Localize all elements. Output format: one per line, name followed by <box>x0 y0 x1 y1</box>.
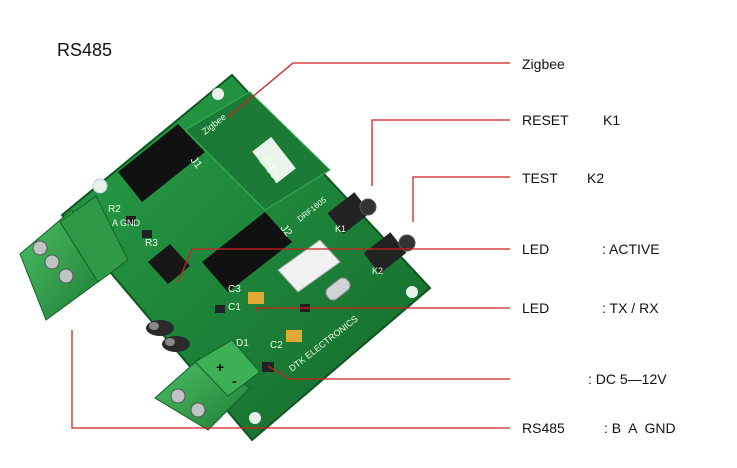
silk-k2: K2 <box>372 266 383 276</box>
label-rs485: RS485 <box>522 420 565 436</box>
mounting-hole <box>406 286 418 298</box>
label-test-key: K2 <box>587 170 605 186</box>
silk-c2: C2 <box>270 340 283 351</box>
smd-r <box>215 305 225 313</box>
rs485-terminal <box>19 195 129 321</box>
silk-c1: C1 <box>228 302 241 313</box>
diagram-title: RS485 <box>57 40 113 60</box>
mounting-hole <box>92 178 108 194</box>
smd-r <box>142 230 152 238</box>
smd-c3 <box>248 292 264 304</box>
leader-power <box>267 365 510 380</box>
smd-c2 <box>286 330 302 342</box>
leader-test <box>412 176 510 222</box>
label-power: : DC 5—12V <box>588 371 667 387</box>
mounting-hole <box>249 412 261 424</box>
silk-k1: K1 <box>335 224 346 234</box>
crystal <box>325 277 351 301</box>
label-reset: RESET <box>522 112 569 128</box>
silk-d1: D1 <box>236 338 249 349</box>
label-test: TEST <box>522 170 558 186</box>
label-led-txrx-desc: : TX / RX <box>602 300 659 316</box>
label-led-active-desc: : ACTIVE <box>602 241 660 257</box>
header-j1 <box>118 124 205 202</box>
leader-lines <box>71 62 510 429</box>
led-pair <box>146 320 190 352</box>
label-led-txrx: LED <box>522 300 550 316</box>
silk-r2: R2 <box>108 204 121 215</box>
leader-led-txrx <box>255 307 510 312</box>
test-button-k2 <box>363 232 416 274</box>
silk-plus: + <box>216 359 224 375</box>
label-rs485-desc: : B A GND <box>604 420 676 436</box>
pin-header <box>277 239 341 293</box>
reset-button-k1 <box>327 192 377 234</box>
smd-d1 <box>262 362 274 372</box>
label-zigbee: Zigbee <box>522 56 565 72</box>
smd-r <box>126 216 136 224</box>
silk-r3: R3 <box>145 238 158 249</box>
header-j2 <box>202 212 292 292</box>
leader-rs485 <box>71 330 510 429</box>
ic-chip <box>148 244 190 284</box>
leader-reset <box>371 119 510 186</box>
silk-c3: C3 <box>228 284 241 295</box>
silk-bag: B A GND <box>104 218 141 228</box>
label-led-active: LED <box>522 241 550 257</box>
power-terminal <box>154 339 261 431</box>
silk-minus: - <box>232 373 237 389</box>
mounting-hole <box>212 88 224 100</box>
leader-zigbee <box>226 62 510 119</box>
leader-led-active <box>177 248 510 283</box>
label-reset-key: K1 <box>603 112 621 128</box>
brand-plate <box>252 136 296 184</box>
